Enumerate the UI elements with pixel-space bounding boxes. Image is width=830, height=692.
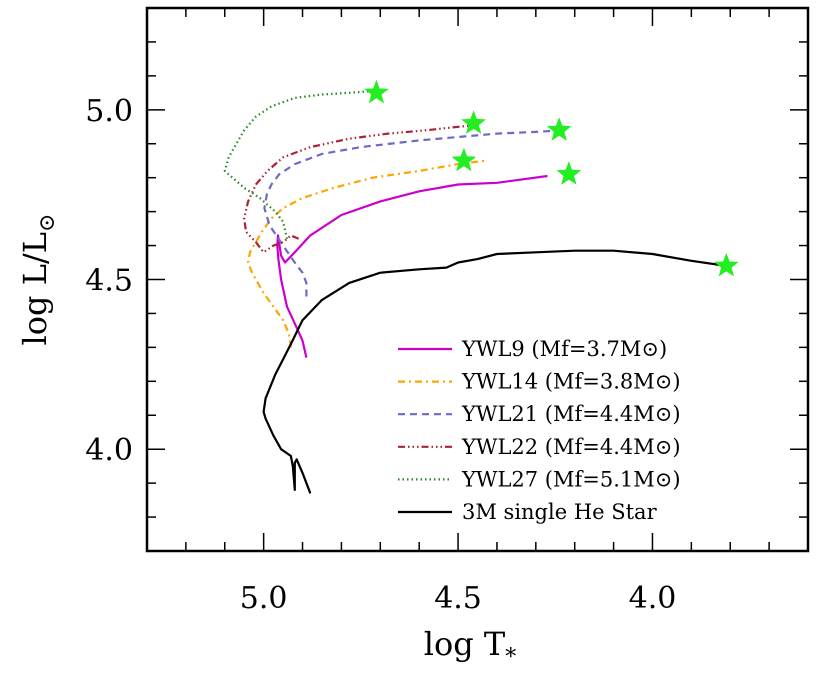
y-tick-label: 4.5 xyxy=(85,264,133,299)
x-tick-label: 5.0 xyxy=(240,581,288,616)
star-marker xyxy=(546,117,572,141)
legend: YWL9 (Mf=3.7M⊙) YWL14 (Mf=3.8M⊙) YWL21 (Mf… xyxy=(398,337,681,524)
legend-label: YWL21 (Mf=4.4M⊙) xyxy=(461,402,681,426)
series-line-ywl27 xyxy=(223,90,373,240)
legend-label: 3M single He Star xyxy=(462,500,658,524)
tick-labels: 5.0 4.5 4.0 4.0 4.5 5.0 xyxy=(85,94,676,616)
y-tick-label: 5.0 xyxy=(85,94,133,129)
y-tick-label: 4.0 xyxy=(85,433,133,468)
star-marker xyxy=(556,161,582,185)
star-marker xyxy=(364,79,389,104)
series-line-ywl22 xyxy=(243,124,478,254)
x-tick-label: 4.0 xyxy=(629,581,677,616)
legend-label: YWL22 (Mf=4.4M⊙) xyxy=(461,435,681,459)
axis-ticks xyxy=(147,8,808,551)
legend-label: YWL9 (Mf=3.7M⊙) xyxy=(461,337,667,361)
x-axis-label-subscript: * xyxy=(505,645,516,670)
series-line-ywl14 xyxy=(247,159,486,348)
star-marker xyxy=(461,110,486,134)
series-line-3m xyxy=(262,249,727,494)
star-marker xyxy=(451,147,477,172)
y-axis-label-subscript: ⊙ xyxy=(35,214,60,232)
series-line-ywl21 xyxy=(263,129,564,297)
y-axis-label: log L/L⊙ xyxy=(16,214,60,346)
x-tick-label: 4.5 xyxy=(434,581,482,616)
series-lines xyxy=(223,90,727,494)
legend-label: YWL14 (Mf=3.8M⊙) xyxy=(461,370,681,394)
series-line-ywl9 xyxy=(276,174,548,358)
x-axis-label-main: log T xyxy=(424,625,506,663)
plot-frame xyxy=(145,6,810,553)
legend-label: YWL27 (Mf=5.1M⊙) xyxy=(461,467,681,491)
star-marker xyxy=(714,252,739,277)
y-axis-label-main: log L/L xyxy=(16,232,54,345)
star-markers xyxy=(364,79,739,277)
x-axis-label: log T* xyxy=(424,625,517,670)
